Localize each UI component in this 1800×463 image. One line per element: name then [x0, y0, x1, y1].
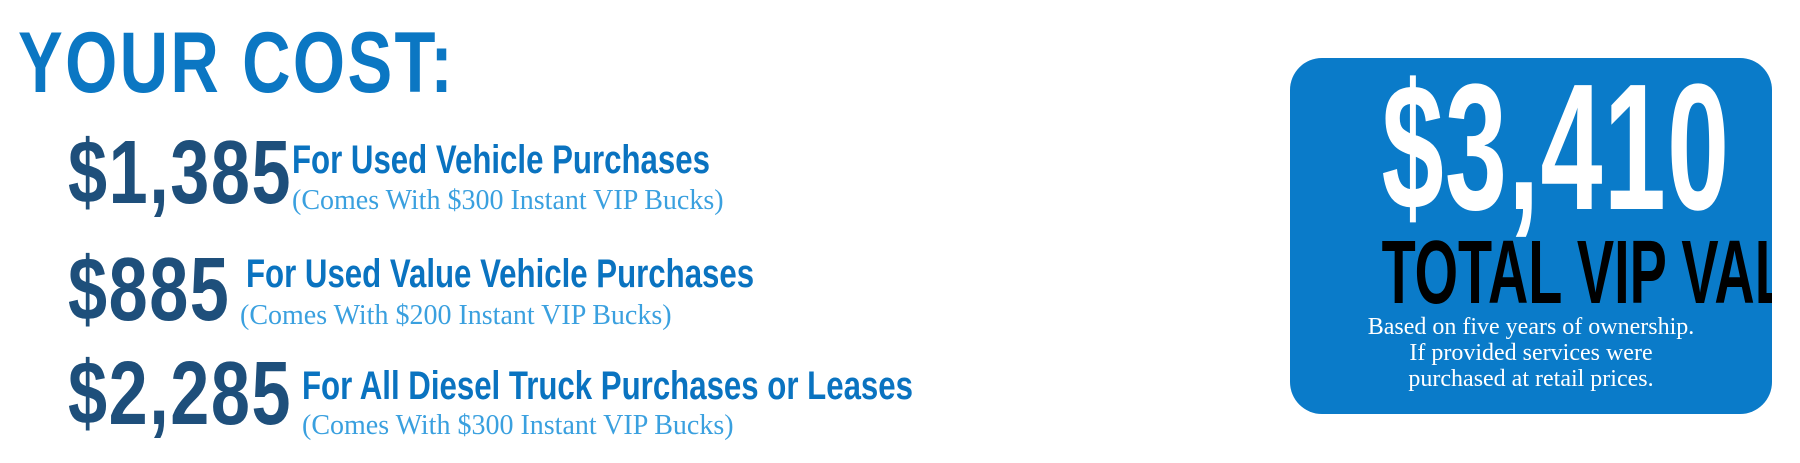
option-note: (Comes With $300 Instant VIP Bucks)	[302, 410, 734, 441]
vip-note-line: Based on five years of ownership.	[1367, 314, 1695, 340]
total-vip-value-box: $3,410 TOTAL VIP VALUE Based on five yea…	[1290, 58, 1772, 414]
cost-option-diesel-truck: $2,285 For All Diesel Truck Purchases or…	[0, 348, 1100, 448]
vip-title: TOTAL VIP VALUE	[1381, 223, 1772, 323]
your-cost-heading: YOUR COST:	[18, 15, 456, 111]
price-value: $885	[68, 240, 231, 340]
cost-option-used-vehicle: $1,385 For Used Vehicle Purchases (Comes…	[0, 127, 1100, 227]
price-value: $1,385	[68, 123, 293, 223]
option-note: (Comes With $300 Instant VIP Bucks)	[292, 185, 724, 216]
price-value: $2,285	[68, 344, 293, 444]
option-label: For Used Vehicle Purchases	[292, 138, 710, 182]
vip-amount: $3,410	[1381, 58, 1731, 248]
cost-option-used-value-vehicle: $885 For Used Value Vehicle Purchases (C…	[0, 244, 1100, 344]
vip-note-line: purchased at retail prices.	[1408, 366, 1654, 392]
option-label: For All Diesel Truck Purchases or Leases	[302, 364, 913, 408]
option-label: For Used Value Vehicle Purchases	[246, 252, 755, 296]
vip-note: Based on five years of ownership. If pro…	[1290, 314, 1772, 392]
vip-note-line: If provided services were	[1409, 340, 1653, 366]
option-note: (Comes With $200 Instant VIP Bucks)	[240, 300, 672, 331]
